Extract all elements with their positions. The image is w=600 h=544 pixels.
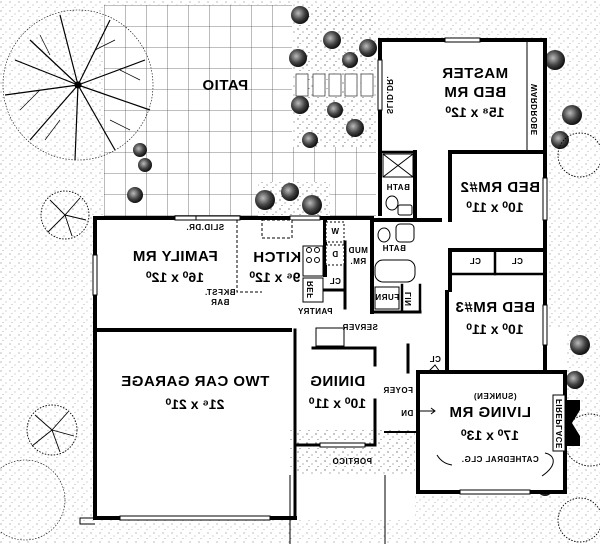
bkfst-bar-label-1: BKFST. xyxy=(204,288,236,297)
bed3-dims: 10⁰ x 11⁰ xyxy=(466,321,524,337)
windows xyxy=(92,37,548,521)
portico-label: PORTICO xyxy=(332,457,372,466)
bath-2-label: BATH xyxy=(382,244,406,253)
master-slid-dr-label: SLID.DR. xyxy=(385,75,394,115)
refrigerator-label: REF xyxy=(306,281,315,299)
cathedral-ceiling-label: CATHEDRAL CLG. xyxy=(461,455,539,464)
bkfst-bar-label-2: BAR xyxy=(210,298,230,307)
bath-1-label: BATH xyxy=(386,183,410,192)
living-room-name: LIVING RM xyxy=(449,404,531,421)
bed2-name: BED RM#2 xyxy=(460,179,540,196)
furnace-label: FURN xyxy=(374,293,400,302)
closet-label: CL xyxy=(329,277,341,286)
foyer-label: FOYER xyxy=(382,386,414,395)
fireplace-label: FIREPLACE xyxy=(555,399,564,449)
living-room-qualifier: (SUNKEN) xyxy=(473,392,517,401)
bed3-name: BED RM#3 xyxy=(455,299,535,316)
closet-label: CL xyxy=(429,355,441,364)
server-label: SERVER xyxy=(342,323,378,332)
portico-walk xyxy=(79,475,386,544)
closet-label: CL xyxy=(511,257,523,266)
closet-label: CL xyxy=(469,257,481,266)
tree-icon xyxy=(2,9,154,161)
mud-room-label-1: MUD xyxy=(348,246,368,255)
family-slid-dr-label: SLID.DR. xyxy=(185,223,225,232)
linen-label: LIN xyxy=(404,291,413,307)
master-bed-name-line2: BED RM xyxy=(443,84,507,101)
kitchen-name: KITCH xyxy=(252,249,302,266)
garage-name: TWO CAR GARAGE xyxy=(120,373,270,390)
living-room-dims: 17⁰ x 13⁰ xyxy=(461,427,519,443)
kitchen-dims: 9⁶ x 12⁰ xyxy=(249,269,301,285)
pantry-label: PANTRY xyxy=(297,307,333,316)
fireplace xyxy=(552,394,580,452)
dining-dims: 10⁰ x 11⁰ xyxy=(308,395,367,411)
washer-label: W xyxy=(330,227,340,236)
mud-room-label-2: RM. xyxy=(349,257,367,266)
wardrobe-label: WARDROBE xyxy=(530,84,539,136)
master-bed-name-line1: MASTER xyxy=(441,65,509,82)
dining-name: DINING xyxy=(309,373,366,390)
garage-dims: 21⁶ x 21⁰ xyxy=(165,396,225,412)
bed2-dims: 10⁰ x 11⁰ xyxy=(466,199,524,215)
dryer-label: D xyxy=(331,250,339,259)
down-stairs-label: DN xyxy=(400,409,414,418)
annotation-arrows xyxy=(420,364,554,477)
patio-label: PATIO xyxy=(201,77,249,94)
fixtures xyxy=(236,42,528,347)
family-room-name: FAMILY RM xyxy=(132,248,218,265)
family-room-dims: 16⁰ x 12⁰ xyxy=(146,269,204,285)
master-bed-dims: 15⁸ x 12⁰ xyxy=(445,104,505,120)
